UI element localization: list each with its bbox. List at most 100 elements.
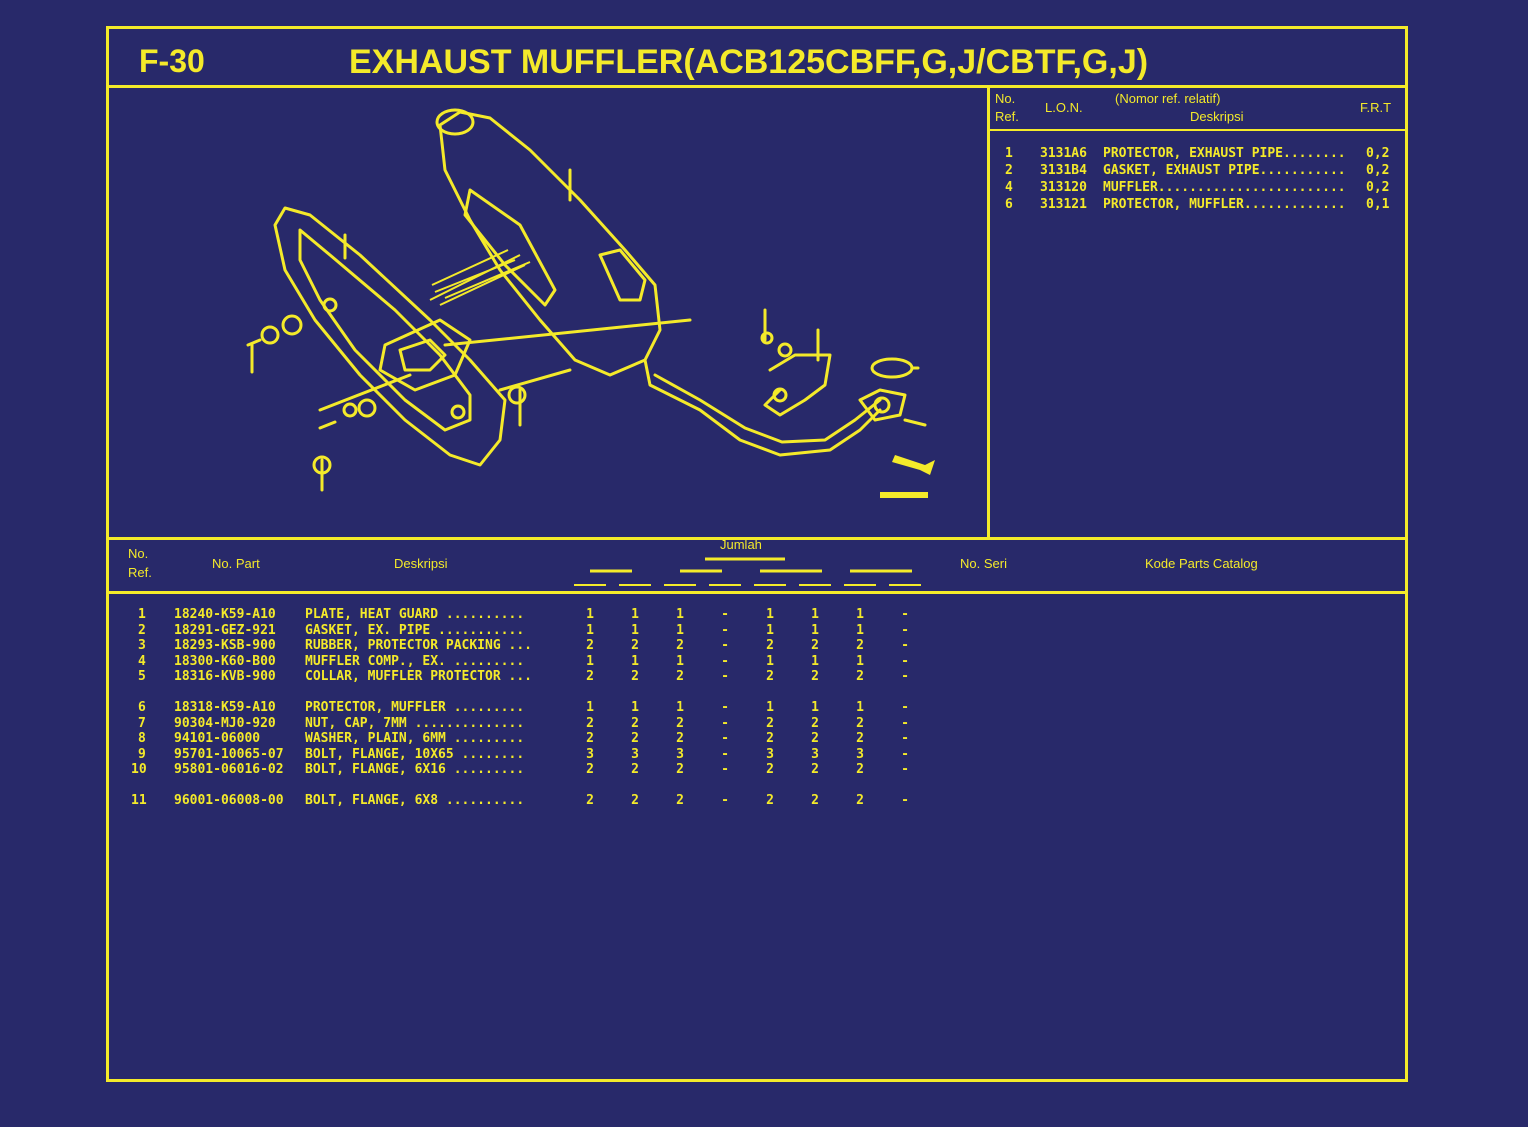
part-ref: 7 bbox=[138, 715, 146, 731]
part-qty: - bbox=[721, 793, 729, 808]
part-description: BOLT, FLANGE, 6X8 .......... bbox=[305, 793, 525, 808]
parts-col-ref-2: Ref. bbox=[128, 565, 152, 580]
part-qty: - bbox=[901, 746, 909, 762]
part-qty: 1 bbox=[856, 607, 864, 622]
part-number: 18240-K59-A10 bbox=[174, 607, 276, 622]
part-qty: 2 bbox=[766, 715, 774, 731]
part-qty: - bbox=[901, 731, 909, 747]
frt-value: 0,1 bbox=[1366, 197, 1390, 212]
part-qty: 2 bbox=[856, 731, 864, 747]
part-description: PROTECTOR, MUFFLER ......... bbox=[305, 700, 525, 715]
part-qty: 2 bbox=[676, 638, 684, 654]
frt-header-line bbox=[990, 129, 1405, 131]
part-qty: 2 bbox=[676, 793, 684, 808]
frt-ref: 6 bbox=[1005, 197, 1013, 212]
exhaust-pipe bbox=[643, 358, 882, 457]
part-qty: 2 bbox=[856, 762, 864, 778]
part-qty: - bbox=[901, 638, 909, 654]
frt-desc: PROTECTOR, MUFFLER............. bbox=[1103, 197, 1346, 212]
part-qty: - bbox=[721, 638, 729, 654]
parts-col-catalog: Kode Parts Catalog bbox=[1145, 556, 1258, 571]
part-ref: 8 bbox=[138, 731, 146, 747]
part-number: 18318-K59-A10 bbox=[174, 700, 276, 715]
frt-col-desc-1: (Nomor ref. relatif) bbox=[1115, 91, 1221, 106]
part-qty: 2 bbox=[676, 731, 684, 747]
part-ref: 9 bbox=[138, 746, 146, 762]
page-title: EXHAUST MUFFLER(ACB125CBFF,G,J/CBTF,G,J) bbox=[349, 43, 1149, 81]
part-qty: 3 bbox=[766, 746, 774, 762]
muffler-body bbox=[438, 110, 662, 377]
part-qty: 2 bbox=[631, 669, 639, 685]
part-qty: 2 bbox=[631, 762, 639, 778]
part-qty: - bbox=[721, 746, 729, 762]
part-ref: 11 bbox=[131, 793, 147, 808]
part-qty: 2 bbox=[811, 762, 819, 778]
part-qty: 2 bbox=[766, 669, 774, 685]
part-qty: 1 bbox=[856, 653, 864, 669]
part-qty: 1 bbox=[586, 700, 594, 715]
part-ref: 10 bbox=[131, 762, 147, 778]
part-qty: - bbox=[721, 607, 729, 622]
frt-ref: 2 bbox=[1005, 163, 1013, 178]
part-qty: 1 bbox=[676, 607, 684, 622]
part-qty: 2 bbox=[856, 715, 864, 731]
part-qty: 2 bbox=[811, 793, 819, 808]
part-qty: 2 bbox=[586, 731, 594, 747]
part-qty: 1 bbox=[766, 653, 774, 669]
part-qty: - bbox=[901, 700, 909, 715]
part-qty: 1 bbox=[631, 622, 639, 638]
part-ref: 3 bbox=[138, 638, 146, 654]
part-number: 18291-GEZ-921 bbox=[174, 622, 276, 638]
part-qty: 3 bbox=[676, 746, 684, 762]
frt-ref: 4 bbox=[1005, 180, 1013, 195]
part-number: 18316-KVB-900 bbox=[174, 669, 276, 685]
part-qty: 3 bbox=[856, 746, 864, 762]
part-qty: - bbox=[721, 700, 729, 715]
part-qty: 1 bbox=[811, 700, 819, 715]
part-number: 95701-10065-07 bbox=[174, 746, 284, 762]
part-qty: 2 bbox=[676, 715, 684, 731]
front-arrow-icon bbox=[892, 455, 935, 475]
part-number: 18300-K60-B00 bbox=[174, 653, 276, 669]
frt-value: 0,2 bbox=[1366, 180, 1390, 195]
part-qty: 2 bbox=[856, 669, 864, 685]
part-qty: 2 bbox=[631, 715, 639, 731]
frt-col-lon: L.O.N. bbox=[1045, 100, 1083, 115]
part-qty: 2 bbox=[766, 762, 774, 778]
part-qty: 2 bbox=[586, 762, 594, 778]
frt-lon: 313121 bbox=[1040, 197, 1087, 212]
parts-col-qty: Jumlah bbox=[720, 537, 762, 552]
part-ref: 6 bbox=[138, 700, 146, 715]
part-qty: 2 bbox=[631, 731, 639, 747]
part-description: RUBBER, PROTECTOR PACKING ... bbox=[305, 638, 532, 654]
part-qty: 2 bbox=[586, 715, 594, 731]
part-qty: 1 bbox=[676, 700, 684, 715]
part-description: BOLT, FLANGE, 6X16 ......... bbox=[305, 762, 525, 778]
diagram-divider bbox=[109, 537, 1405, 540]
parts-col-desc: Deskripsi bbox=[394, 556, 448, 571]
part-qty: 3 bbox=[586, 746, 594, 762]
part-qty: 2 bbox=[586, 793, 594, 808]
part-qty: 1 bbox=[586, 607, 594, 622]
parts-col-ref-1: No. bbox=[128, 546, 149, 561]
parts-col-serial: No. Seri bbox=[960, 556, 1007, 571]
part-qty: 2 bbox=[631, 793, 639, 808]
part-ref: 5 bbox=[138, 669, 146, 685]
part-qty: - bbox=[721, 622, 729, 638]
part-qty: 2 bbox=[766, 731, 774, 747]
part-qty: - bbox=[721, 669, 729, 685]
part-description: WASHER, PLAIN, 6MM ......... bbox=[305, 731, 525, 747]
part-qty: 1 bbox=[811, 653, 819, 669]
frt-lon: 3131B4 bbox=[1040, 163, 1087, 178]
part-description: BOLT, FLANGE, 10X65 ........ bbox=[305, 746, 525, 762]
part-qty: 1 bbox=[631, 700, 639, 715]
part-qty: - bbox=[901, 622, 909, 638]
frt-col-frt: F.R.T bbox=[1360, 100, 1392, 115]
part-qty: 2 bbox=[856, 638, 864, 654]
frt-desc: PROTECTOR, EXHAUST PIPE........ bbox=[1103, 146, 1346, 161]
part-description: MUFFLER COMP., EX. ......... bbox=[305, 653, 525, 669]
part-number: 95801-06016-02 bbox=[174, 762, 284, 778]
part-qty: 1 bbox=[766, 700, 774, 715]
frt-lon: 313120 bbox=[1040, 180, 1087, 195]
